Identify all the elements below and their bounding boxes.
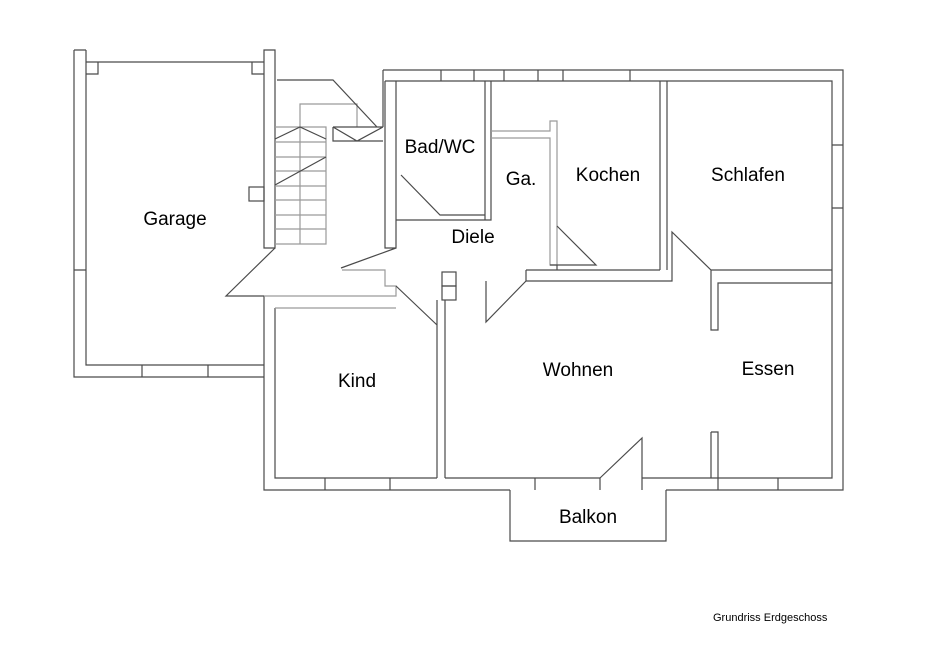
house-walls <box>224 69 844 491</box>
room-label-balkon: Balkon <box>558 507 618 528</box>
room-label-essen: Essen <box>741 359 795 380</box>
room-label-kind: Kind <box>337 371 377 392</box>
room-label-diele: Diele <box>451 227 495 248</box>
plan-caption: Grundriss Erdgeschoss <box>713 612 828 624</box>
room-label-kochen: Kochen <box>575 165 641 186</box>
room-label-bad-wc: Bad/WC <box>404 137 476 158</box>
room-label-garage: Garage <box>143 209 207 230</box>
garage-walls <box>73 49 276 378</box>
stairs <box>274 79 384 245</box>
balkon-outline <box>509 490 667 542</box>
room-label-ga: Ga. <box>505 169 537 190</box>
room-label-wohnen: Wohnen <box>542 360 614 381</box>
room-label-schlafen: Schlafen <box>711 165 785 186</box>
